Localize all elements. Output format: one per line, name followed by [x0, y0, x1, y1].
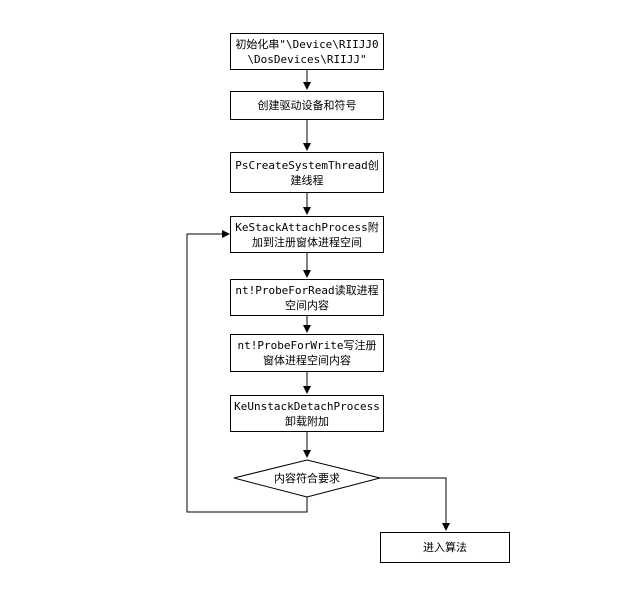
step-probe-write-text: nt!ProbeForWrite写注册 窗体进程空间内容 [237, 339, 377, 367]
connector-decision-end [380, 477, 450, 531]
end-algorithm-text: 进入算法 [423, 541, 467, 554]
step-create-device-box: 创建驱动设备和符号 [230, 91, 384, 120]
step-probe-write-box: nt!ProbeForWrite写注册 窗体进程空间内容 [230, 334, 384, 372]
connector-loop-back [186, 230, 308, 513]
decision-text: 内容符合要求 [274, 472, 340, 485]
end-algorithm-box: 进入算法 [380, 532, 510, 563]
step-detach-process-text: KeUnstackDetachProcess 卸载附加 [234, 399, 380, 428]
step-create-thread-box: PsCreateSystemThread创 建线程 [230, 152, 384, 193]
step-init-text: 初始化串"\Device\RIIJJ0 \DosDevices\RIIJJ" [235, 37, 379, 66]
step-create-device-text: 创建驱动设备和符号 [257, 99, 357, 112]
step-attach-process-box: KeStackAttachProcess附 加到注册窗体进程空间 [230, 216, 384, 253]
step-init-box: 初始化串"\Device\RIIJJ0 \DosDevices\RIIJJ" [230, 33, 384, 70]
step-probe-read-text: nt!ProbeForRead读取进程 空间内容 [235, 283, 379, 312]
step-create-thread-text: PsCreateSystemThread创 建线程 [235, 158, 379, 187]
decision-label: 内容符合要求 [258, 470, 356, 486]
step-probe-read-box: nt!ProbeForRead读取进程 空间内容 [230, 279, 384, 316]
step-detach-process-box: KeUnstackDetachProcess 卸载附加 [230, 395, 384, 432]
step-attach-process-text: KeStackAttachProcess附 加到注册窗体进程空间 [235, 220, 379, 249]
